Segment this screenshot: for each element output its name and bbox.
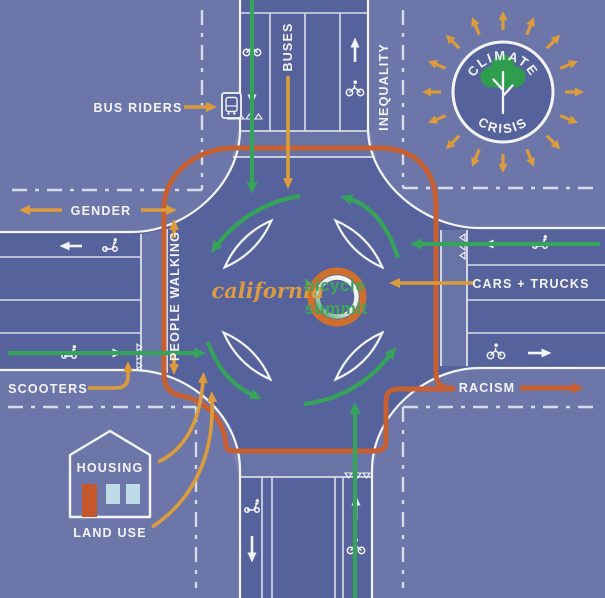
california-bicycle-summit-logo: california bicycle summit: [211, 267, 367, 327]
buses-label: BUSES: [281, 22, 295, 71]
bus-riders-label: BUS RIDERS: [93, 101, 182, 115]
roundabout-petal: [222, 218, 274, 270]
logo-california: california: [211, 278, 324, 303]
city-block-dashed-lines: [8, 10, 597, 588]
house-door: [82, 484, 97, 517]
lane-lines: [0, 12, 605, 598]
house-icon: [68, 429, 152, 519]
roundabout-petal: [333, 330, 385, 382]
scooters-label: SCOOTERS: [8, 382, 88, 396]
land-use-arrow-1: [157, 372, 208, 464]
gold-arrows: [19, 76, 474, 529]
racism-label: RACISM: [459, 381, 516, 395]
bus-stop-icon: [221, 92, 242, 119]
tree-icon: [480, 54, 526, 115]
land-use-label: LAND USE: [73, 526, 147, 540]
racism-route: [161, 145, 456, 454]
labels: BUS RIDERS BUSES INEQUALITY GENDER PEOPL…: [8, 22, 589, 540]
logo-ring-inner: [315, 275, 359, 319]
people-walking-label: PEOPLE WALKING: [168, 231, 182, 361]
gender-label: GENDER: [71, 204, 132, 218]
logo-summit: summit: [304, 299, 367, 318]
scooters-arrow: [88, 361, 133, 390]
house-window: [126, 484, 140, 504]
roundabout-petal: [221, 330, 273, 382]
house-window: [106, 484, 120, 504]
housing-label: HOUSING: [77, 461, 144, 475]
green-entry-arrows: [8, 0, 600, 598]
inequality-label: INEQUALITY: [377, 43, 391, 131]
logo-bicycle: bicycle: [304, 276, 365, 295]
roundabout-green-arcs: [206, 193, 401, 407]
roundabout-petal: [333, 218, 385, 270]
crosswalks: [140, 130, 468, 478]
crisis-label: CRISIS: [476, 114, 531, 136]
logo-ring-outer: [307, 267, 367, 327]
land-use-arrow-2: [151, 391, 218, 529]
roundabout-petals: [221, 218, 385, 382]
sun-ray-arrows: [422, 11, 584, 173]
cars-trucks-label: CARS + TRUCKS: [472, 277, 589, 291]
climate-crisis-badge: CLIMATE CRISIS: [422, 11, 584, 173]
